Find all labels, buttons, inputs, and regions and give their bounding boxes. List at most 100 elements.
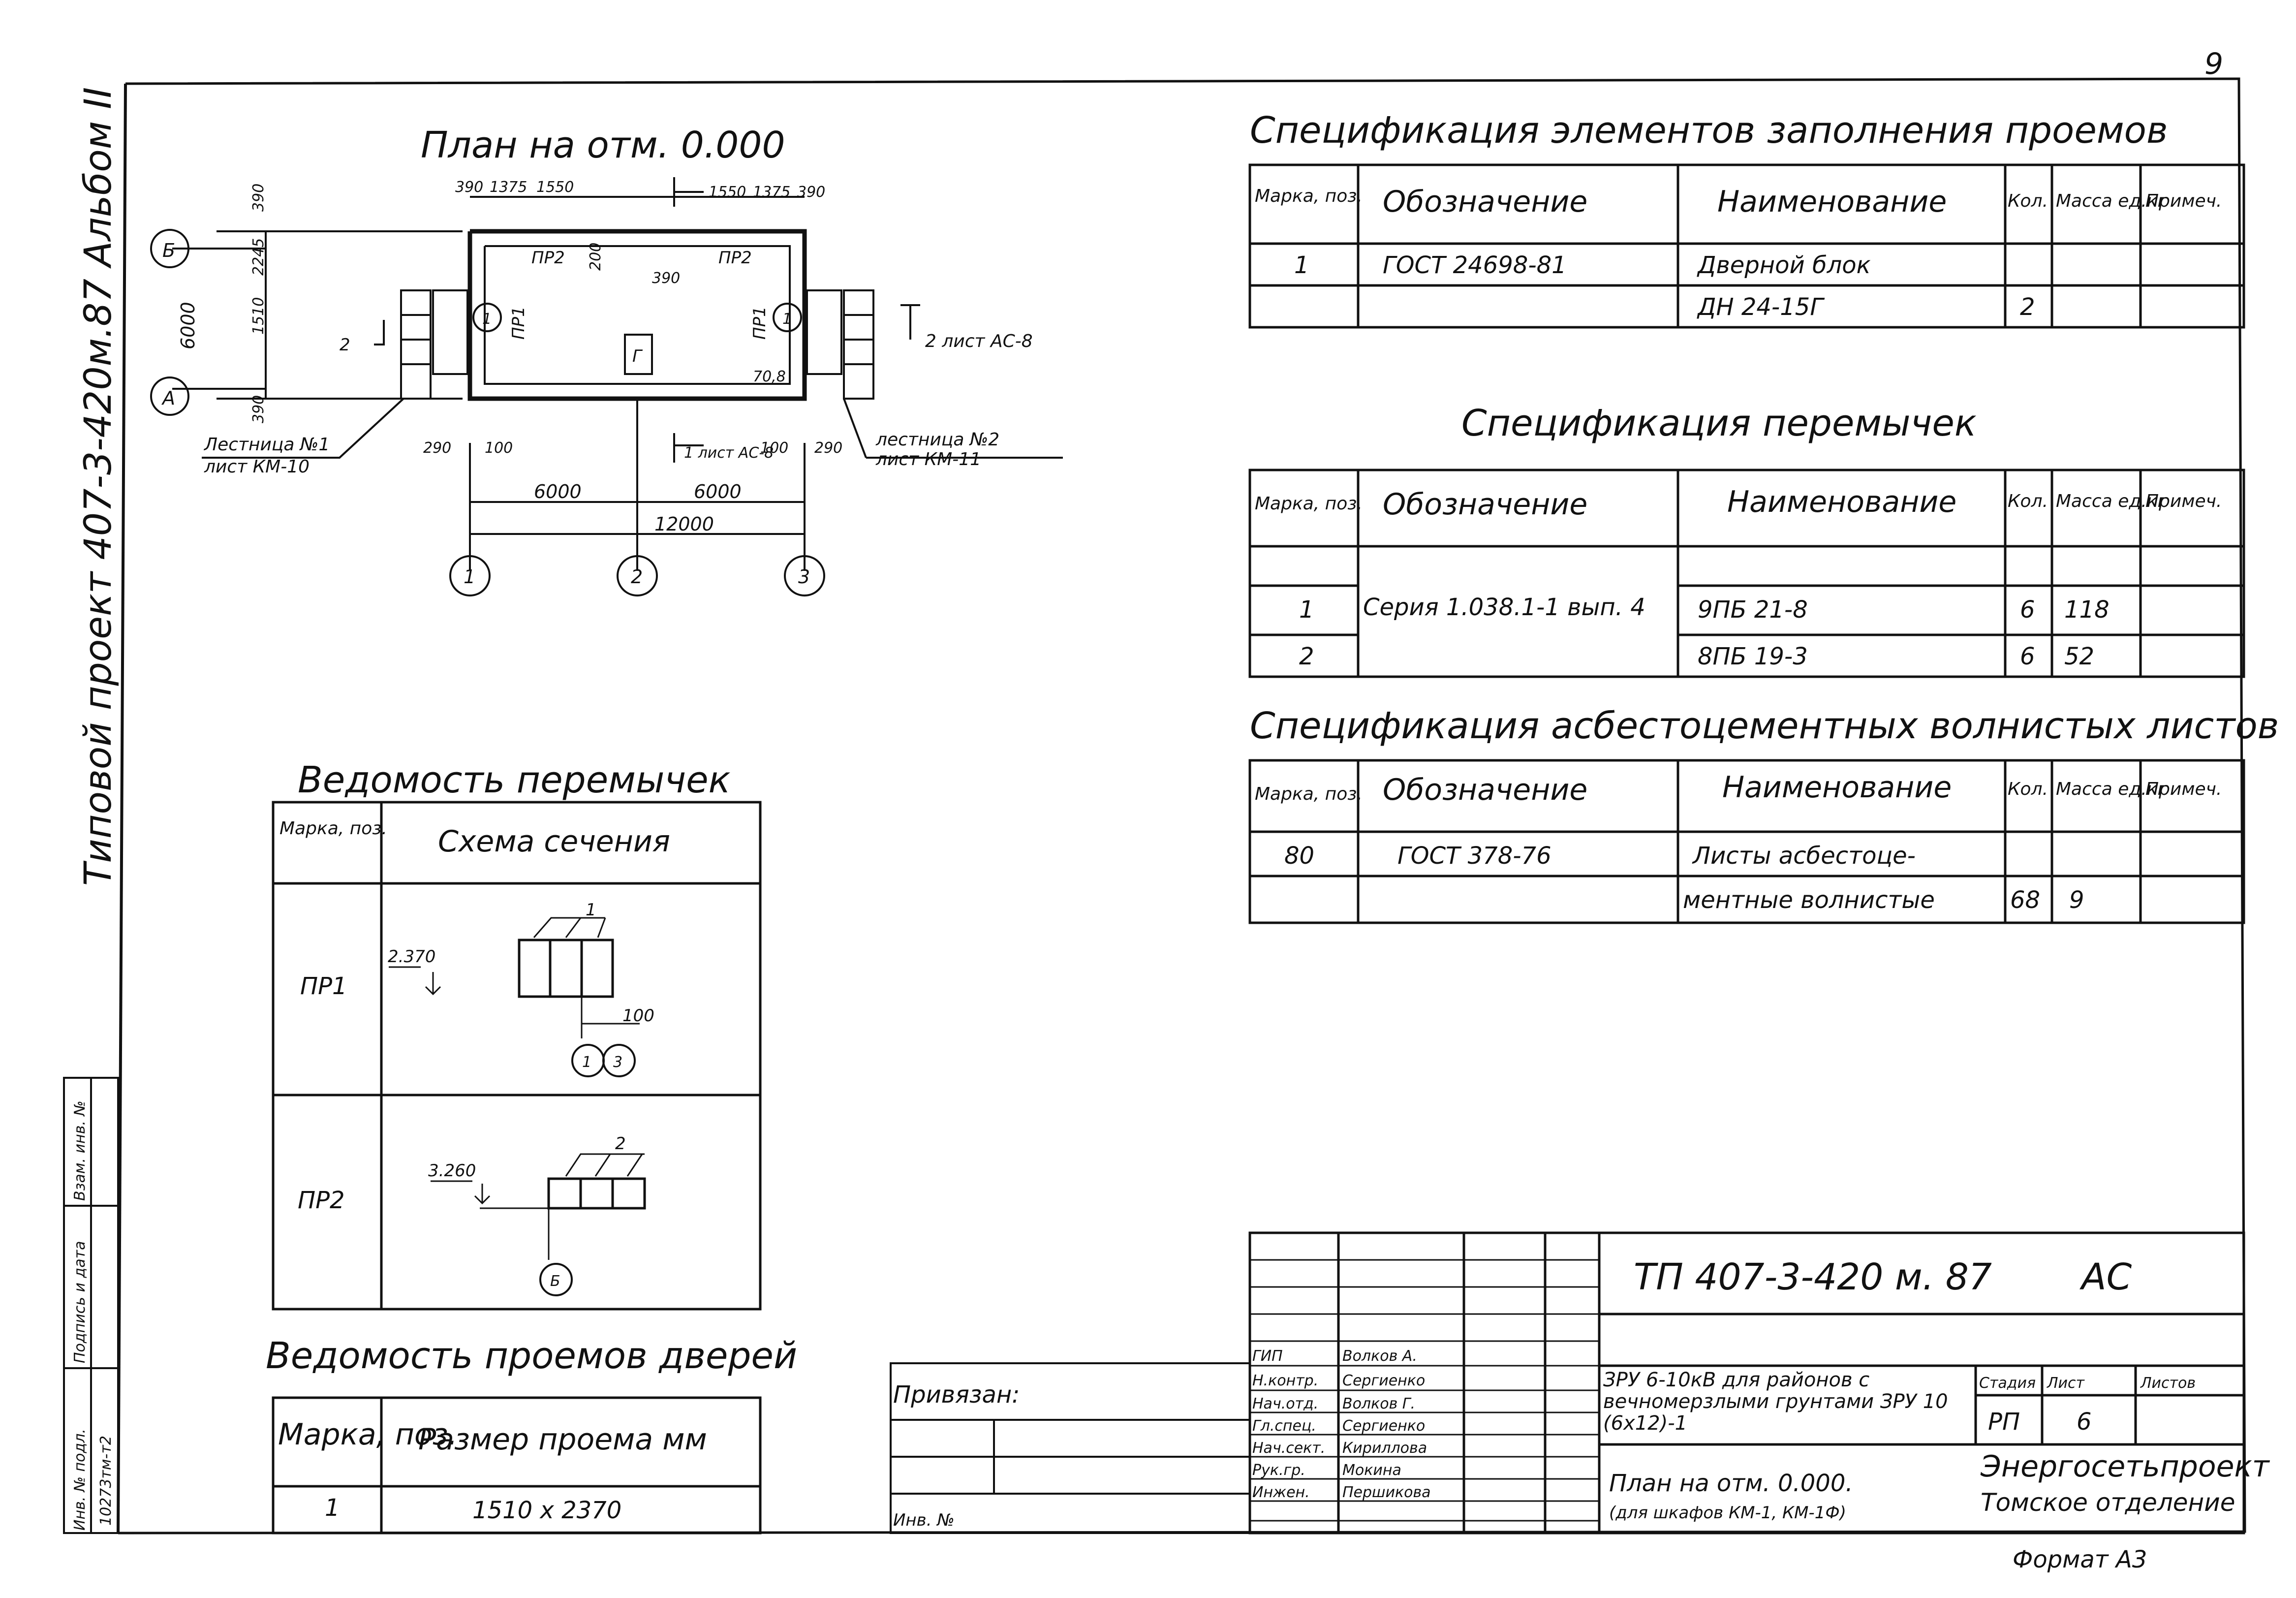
name-glspec: Сергиенко: [1342, 1417, 1425, 1435]
dim-12000: 12000: [654, 513, 714, 535]
sheet-header: Лист: [2047, 1375, 2085, 1392]
spec-lintels-r1-name: 9ПБ 21-8: [1698, 596, 1808, 624]
lintel-pr2-left: ПР2: [531, 248, 565, 268]
spec-sheets-h-name: Наименование: [1722, 770, 1952, 805]
axis-b: Б: [162, 240, 175, 261]
dim-left-3: 1510: [250, 297, 267, 335]
lintel-pr2-axis: Б: [550, 1273, 560, 1290]
spec-sheets-title: Спецификация асбестоцементных волнистых …: [1250, 705, 2279, 747]
spec-lintels-series: Серия 1.038.1-1 вып. 4: [1363, 594, 1645, 621]
spec-fill-r2-name: ДН 24-15Г: [1697, 293, 1825, 321]
binding-inv: Инв. №: [893, 1510, 955, 1530]
stage-value: РП: [1988, 1408, 2020, 1436]
spec-lintels-h-qty: Кол.: [2008, 491, 2048, 511]
lintel-pr2-section: [431, 1153, 646, 1296]
spec-lintels-r1-mark: 1: [1299, 596, 1314, 624]
dim-top-r2: 1375: [753, 184, 790, 201]
sheets-header: Листов: [2140, 1375, 2196, 1392]
door-schedule: Ведомость проемов дверей Марка, поз. Раз…: [266, 1335, 797, 1535]
name-nachotd: Волков Г.: [1342, 1395, 1415, 1412]
spec-fill-h-note: Примеч.: [2145, 191, 2222, 211]
side-inv-value: 10273тм-т2: [97, 1436, 115, 1526]
spec-fill-h-mark: Марка, поз.: [1255, 186, 1363, 206]
page-number: 9: [2204, 47, 2223, 81]
section-2-ref: 2 лист АС-8: [925, 331, 1033, 351]
dim-top-l1: 390: [455, 179, 483, 196]
dim-200: 200: [587, 243, 604, 271]
mark-70-8: 70,8: [753, 368, 786, 385]
door-schedule-title: Ведомость проемов дверей: [266, 1335, 797, 1377]
spec-lintels-r1-mass: 118: [2064, 596, 2110, 624]
lintel-pr1-section: [389, 917, 640, 1077]
name-gip: Волков А.: [1342, 1347, 1417, 1365]
lintel-pr2-level: 3.260: [428, 1161, 476, 1181]
spec-sheets-r1-designation: ГОСТ 378-76: [1397, 842, 1551, 870]
dim-left-2: 2245: [250, 238, 267, 276]
sheet-format: Формат А3: [2013, 1546, 2147, 1573]
stair-left-label: Лестница №1: [203, 435, 330, 455]
spec-sheets-table: Спецификация асбестоцементных волнистых …: [1248, 705, 2279, 924]
spec-sheets-h-qty: Кол.: [2008, 779, 2048, 799]
name-nkontr: Сергиенко: [1342, 1372, 1425, 1389]
sheet-name-sub: (для шкафов КМ-1, КМ-1Ф): [1609, 1503, 1846, 1523]
section-2-mark: 2: [340, 335, 350, 355]
lintel-schedule: Ведомость перемычек Марка, поз. Схема се…: [272, 759, 762, 1311]
spec-lintels-h-mass: Масса ед.кг: [2056, 491, 2167, 511]
spec-sheets-r1-mark: 80: [1284, 842, 1314, 870]
side-stamp: [63, 1077, 119, 1534]
plan-title: План на отм. 0.000: [421, 124, 785, 166]
side-label: Типовой проект 407-3-420м.87 Альбом II: [76, 87, 120, 886]
side-replace-label: Взам. инв. №: [71, 1100, 89, 1201]
dim-6000-vertical: 6000: [177, 302, 199, 349]
dim-290-right: 290: [814, 439, 842, 457]
dim-6000-a: 6000: [534, 481, 582, 502]
object-name: ЗРУ 6-10кВ для районов с вечномерзлыми г…: [1603, 1369, 1948, 1435]
stair-right-sheet: лист КМ-11: [875, 449, 981, 470]
spec-lintels-h-mark: Марка, поз.: [1255, 494, 1363, 514]
spec-sheets-h-mass: Масса ед.кг: [2056, 779, 2167, 799]
lintel-pr1-num: 1: [586, 900, 596, 920]
spec-fill-h-mass: Масса ед.кг: [2056, 191, 2167, 211]
room-mark: Г: [632, 346, 643, 366]
dim-6000-b: 6000: [694, 481, 742, 502]
spec-lintels-r1-qty: 6: [2020, 596, 2035, 624]
spec-lintels-r2-mass: 52: [2064, 643, 2094, 670]
stair-right-label: лестница №2: [875, 430, 999, 450]
dim-100-left: 100: [485, 439, 513, 457]
spec-lintels-h-name: Наименование: [1727, 485, 1956, 519]
dim-top-r1: 1550: [709, 184, 746, 201]
dim-390: 390: [652, 270, 680, 287]
role-nachsekt: Нач.сект.: [1252, 1440, 1325, 1457]
project-code: ТП 407-3-420 м. 87: [1634, 1256, 1992, 1298]
spec-sheets-r2-mass: 9: [2069, 886, 2084, 914]
spec-lintels-title: Спецификация перемычек: [1461, 402, 1977, 444]
lintel-pr1-mark: ПР1: [300, 972, 347, 1000]
spec-fill-r2-qty: 2: [2020, 293, 2035, 321]
door-r1-size: 1510 x 2370: [472, 1497, 621, 1524]
role-gip: ГИП: [1252, 1347, 1283, 1365]
spec-sheets-h-note: Примеч.: [2145, 779, 2222, 799]
spec-lintels-h-note: Примеч.: [2145, 491, 2222, 511]
spec-sheets-r1-name: Листы асбестоце-: [1692, 842, 1916, 870]
axis-3: 3: [798, 566, 810, 588]
spec-lintels-r2-qty: 6: [2020, 643, 2035, 670]
spec-fill-r1-mark: 1: [1294, 251, 1309, 279]
dim-top-l3: 1550: [536, 179, 574, 196]
name-nachsekt: Кириллова: [1342, 1440, 1427, 1457]
lintel-pr1-dim: 100: [622, 1006, 654, 1026]
side-inv-label: Инв. № подл.: [71, 1429, 89, 1531]
role-rukgr: Рук.гр.: [1252, 1462, 1305, 1479]
spec-lintels-r2-name: 8ПБ 19-3: [1698, 643, 1808, 670]
axis-2: 2: [631, 566, 643, 588]
role-inzhen: Инжен.: [1252, 1484, 1310, 1501]
org-name: Энергосетьпроект: [1980, 1449, 2270, 1484]
door-mark-right: 1: [782, 311, 792, 328]
lintel-pr1-right: ПР1: [750, 306, 770, 340]
stair-left-sheet: лист КМ-10: [204, 457, 310, 477]
lintel-pr2-mark: ПР2: [298, 1187, 345, 1214]
spec-sheets-r2-qty: 68: [2010, 886, 2040, 914]
spec-fill-r1-designation: ГОСТ 24698-81: [1383, 251, 1567, 279]
lintel-pr2-num: 2: [615, 1134, 626, 1154]
spec-lintels-h-designation: Обозначение: [1383, 487, 1587, 522]
dim-top-r3: 390: [797, 184, 825, 201]
